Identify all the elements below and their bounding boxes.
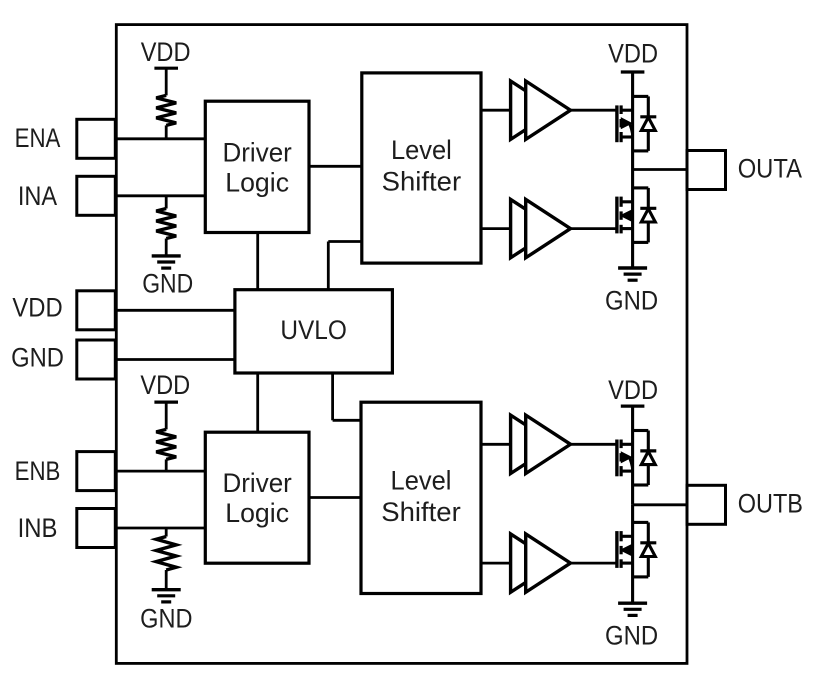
- svg-text:Shifter: Shifter: [381, 497, 461, 527]
- svg-text:VDD: VDD: [141, 37, 191, 67]
- svg-text:GND: GND: [605, 286, 658, 316]
- svg-text:ENB: ENB: [15, 456, 61, 486]
- svg-text:INB: INB: [18, 513, 58, 543]
- svg-text:VDD: VDD: [140, 370, 190, 400]
- svg-text:GND: GND: [142, 269, 193, 299]
- svg-text:GND: GND: [605, 621, 658, 651]
- svg-text:Level: Level: [391, 465, 452, 495]
- svg-text:VDD: VDD: [12, 292, 62, 322]
- svg-text:Driver: Driver: [223, 137, 292, 167]
- svg-text:UVLO: UVLO: [280, 315, 347, 345]
- svg-text:Logic: Logic: [225, 168, 289, 198]
- svg-text:OUTB: OUTB: [738, 488, 803, 518]
- svg-text:GND: GND: [11, 342, 64, 372]
- svg-text:Shifter: Shifter: [382, 166, 462, 196]
- svg-text:VDD: VDD: [608, 375, 658, 405]
- svg-text:GND: GND: [140, 604, 192, 634]
- svg-text:OUTA: OUTA: [738, 154, 803, 184]
- svg-text:ENA: ENA: [15, 123, 61, 153]
- svg-text:INA: INA: [18, 181, 58, 211]
- svg-text:Logic: Logic: [225, 498, 289, 528]
- svg-text:Level: Level: [391, 135, 452, 165]
- svg-text:VDD: VDD: [608, 39, 658, 69]
- svg-text:Driver: Driver: [223, 468, 292, 498]
